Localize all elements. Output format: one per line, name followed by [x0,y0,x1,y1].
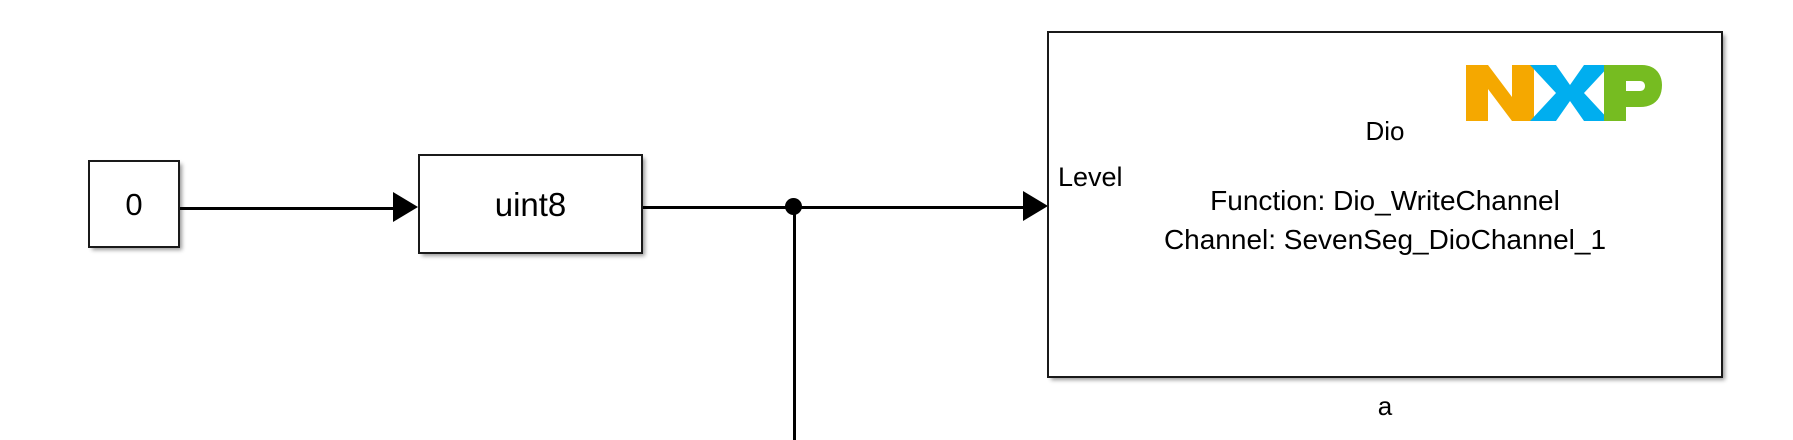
data-type-conversion-label: uint8 [494,185,567,223]
arrow-icon-into-uint8 [393,192,418,222]
arrow-icon-into-dio [1023,191,1048,221]
signal-line-junction-to-dio [793,206,1025,209]
signal-line-uint8-to-junction [643,206,795,209]
signal-line-constant-to-uint8 [180,207,395,210]
nxp-logo-icon [1464,57,1664,129]
constant-block[interactable]: 0 [88,160,180,248]
signal-line-junction-branch-down [793,206,796,440]
dio-block-name-label: a [1377,391,1393,421]
dio-function-line: Function: Dio_WriteChannel [1210,185,1560,216]
dio-block-title: Dio [1365,116,1405,146]
dio-block-description: Function: Dio_WriteChannel Channel: Seve… [1047,182,1723,259]
data-type-conversion-block[interactable]: uint8 [418,154,643,254]
constant-value-label: 0 [125,186,143,222]
dio-input-port-label-level: Level [1058,162,1123,192]
dio-channel-line: Channel: SevenSeg_DioChannel_1 [1163,223,1607,255]
